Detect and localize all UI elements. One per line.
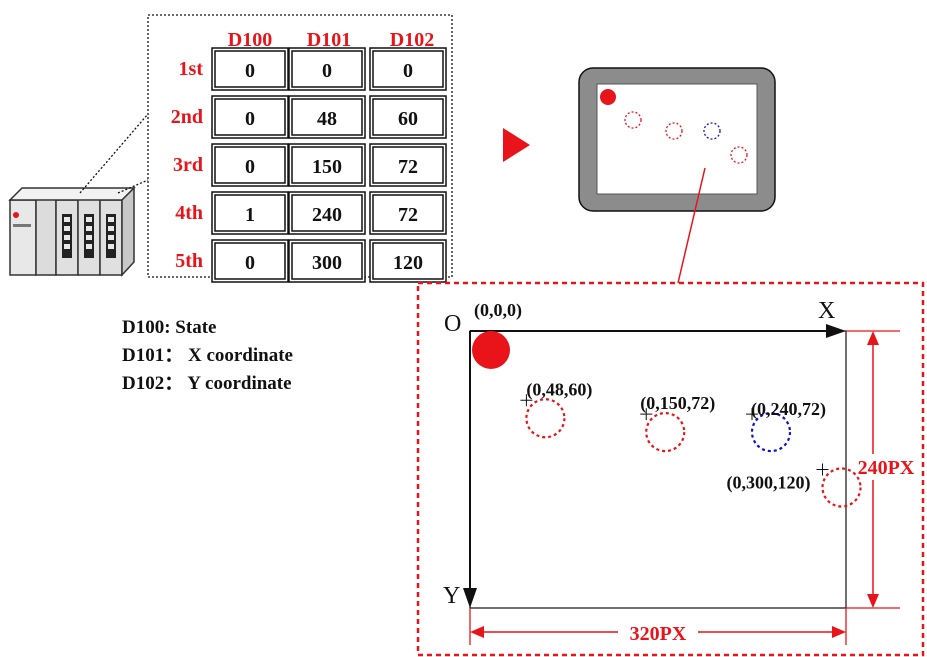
table-body: 1st 0 0 0 2nd 0 48 60 3rd 0 150 72 4th 1 240 72 5th 0 300 1… [171, 47, 447, 283]
table-header: D101 [307, 29, 351, 51]
coordinate-point: (0,48,60) [520, 379, 592, 439]
table-row: 1st 0 0 0 [179, 47, 447, 91]
table-header: D102 [390, 29, 434, 51]
width-label: 320PX [630, 623, 687, 645]
table-header: D100 [228, 29, 272, 51]
legend-d101: D101： X coordinate [122, 345, 293, 366]
table-cell [372, 146, 444, 184]
table-cell [372, 98, 444, 136]
point-label: (0,240,72) [751, 399, 826, 420]
row-label: 1st [179, 58, 204, 80]
y-axis-label: Y [443, 583, 460, 609]
origin-label: O [444, 311, 461, 337]
table-row: 2nd 0 48 60 [171, 95, 447, 139]
crosshair-icon [746, 408, 758, 421]
point-marker [750, 412, 792, 453]
width-arrow-left-icon [470, 626, 484, 638]
crosshair-icon [520, 394, 533, 407]
point-marker [525, 398, 566, 439]
coordinate-point: (0,150,72) [640, 393, 715, 453]
point-label: (0,300,120) [727, 473, 811, 494]
table-cell [372, 242, 444, 280]
hmi-screen-icon [578, 67, 776, 212]
point-label: (0,150,72) [640, 393, 715, 414]
legend-d100: D100: State [122, 317, 217, 338]
hmi-point-current [600, 89, 616, 105]
screen-area [469, 330, 847, 609]
table-cell-value: 72 [398, 204, 418, 226]
table-cell-value: 300 [312, 252, 342, 274]
table-cell-value: 0 [245, 156, 255, 178]
table-cell-value: 0 [245, 60, 255, 82]
height-arrow-top-icon [867, 331, 879, 345]
legend-d102: D102： Y coordinate [122, 373, 292, 394]
callout-line [79, 113, 149, 194]
table-cell-value: 240 [312, 204, 342, 226]
table-cell-value: 1 [245, 204, 255, 226]
row-label: 2nd [171, 106, 203, 128]
crosshair-icon [640, 408, 653, 421]
table-cell [291, 50, 363, 88]
callout-line [117, 179, 149, 194]
table-row: 5th 0 300 120 [175, 239, 447, 283]
y-axis-arrow-icon [463, 588, 477, 608]
table-cell-value: 72 [398, 156, 418, 178]
table-row: 3rd 0 150 72 [173, 143, 447, 187]
register-legend: D100: State D101： X coordinate D102： Y c… [122, 314, 293, 398]
table-cell [214, 194, 286, 232]
plc-device-icon [8, 186, 136, 277]
point-label: (0,0,0) [474, 300, 522, 321]
table-cell-value: 150 [312, 156, 342, 178]
point-marker [821, 467, 862, 508]
table-headers: D100 D101 D102 [228, 29, 434, 51]
height-label: 240PX [858, 457, 915, 479]
table-cell-value: 60 [398, 108, 418, 130]
table-cell [291, 146, 363, 184]
point-label: (0,48,60) [526, 379, 592, 400]
table-cell-value: 0 [322, 60, 332, 82]
table-cell-value: 0 [403, 60, 413, 82]
table-row: 4th 1 240 72 [175, 191, 447, 235]
crosshair-icon [816, 463, 829, 476]
table-cell [291, 98, 363, 136]
table-cell [214, 242, 286, 280]
row-label: 3rd [173, 154, 203, 176]
coordinate-point: (0,240,72) [746, 399, 826, 453]
x-axis-arrow-icon [826, 324, 846, 338]
table-cell [291, 194, 363, 232]
coordinate-point: (0,300,120) [727, 463, 862, 508]
table-cell [372, 50, 444, 88]
width-arrow-right-icon [832, 626, 846, 638]
table-cell [214, 98, 286, 136]
table-cell [291, 242, 363, 280]
table-cell-value: 48 [317, 108, 337, 130]
table-cell [214, 146, 286, 184]
zoom-line [677, 167, 706, 284]
points-layer: (0,0,0) (0,48,60) (0,150,72) (0,240,72) (0,3… [472, 300, 862, 508]
row-label: 4th [175, 202, 203, 224]
table-cell-value: 120 [393, 252, 423, 274]
height-arrow-bottom-icon [867, 594, 879, 608]
row-label: 5th [175, 250, 203, 272]
point-marker-current [472, 331, 510, 369]
table-cell-value: 0 [245, 252, 255, 274]
point-marker [645, 412, 686, 453]
play-arrow-icon [503, 128, 530, 162]
zoom-frame [416, 281, 925, 657]
table-cell [214, 50, 286, 88]
table-cell [372, 194, 444, 232]
x-axis-label: X [818, 298, 835, 324]
table-cell-value: 0 [245, 108, 255, 130]
coordinate-point: (0,0,0) [472, 300, 522, 369]
